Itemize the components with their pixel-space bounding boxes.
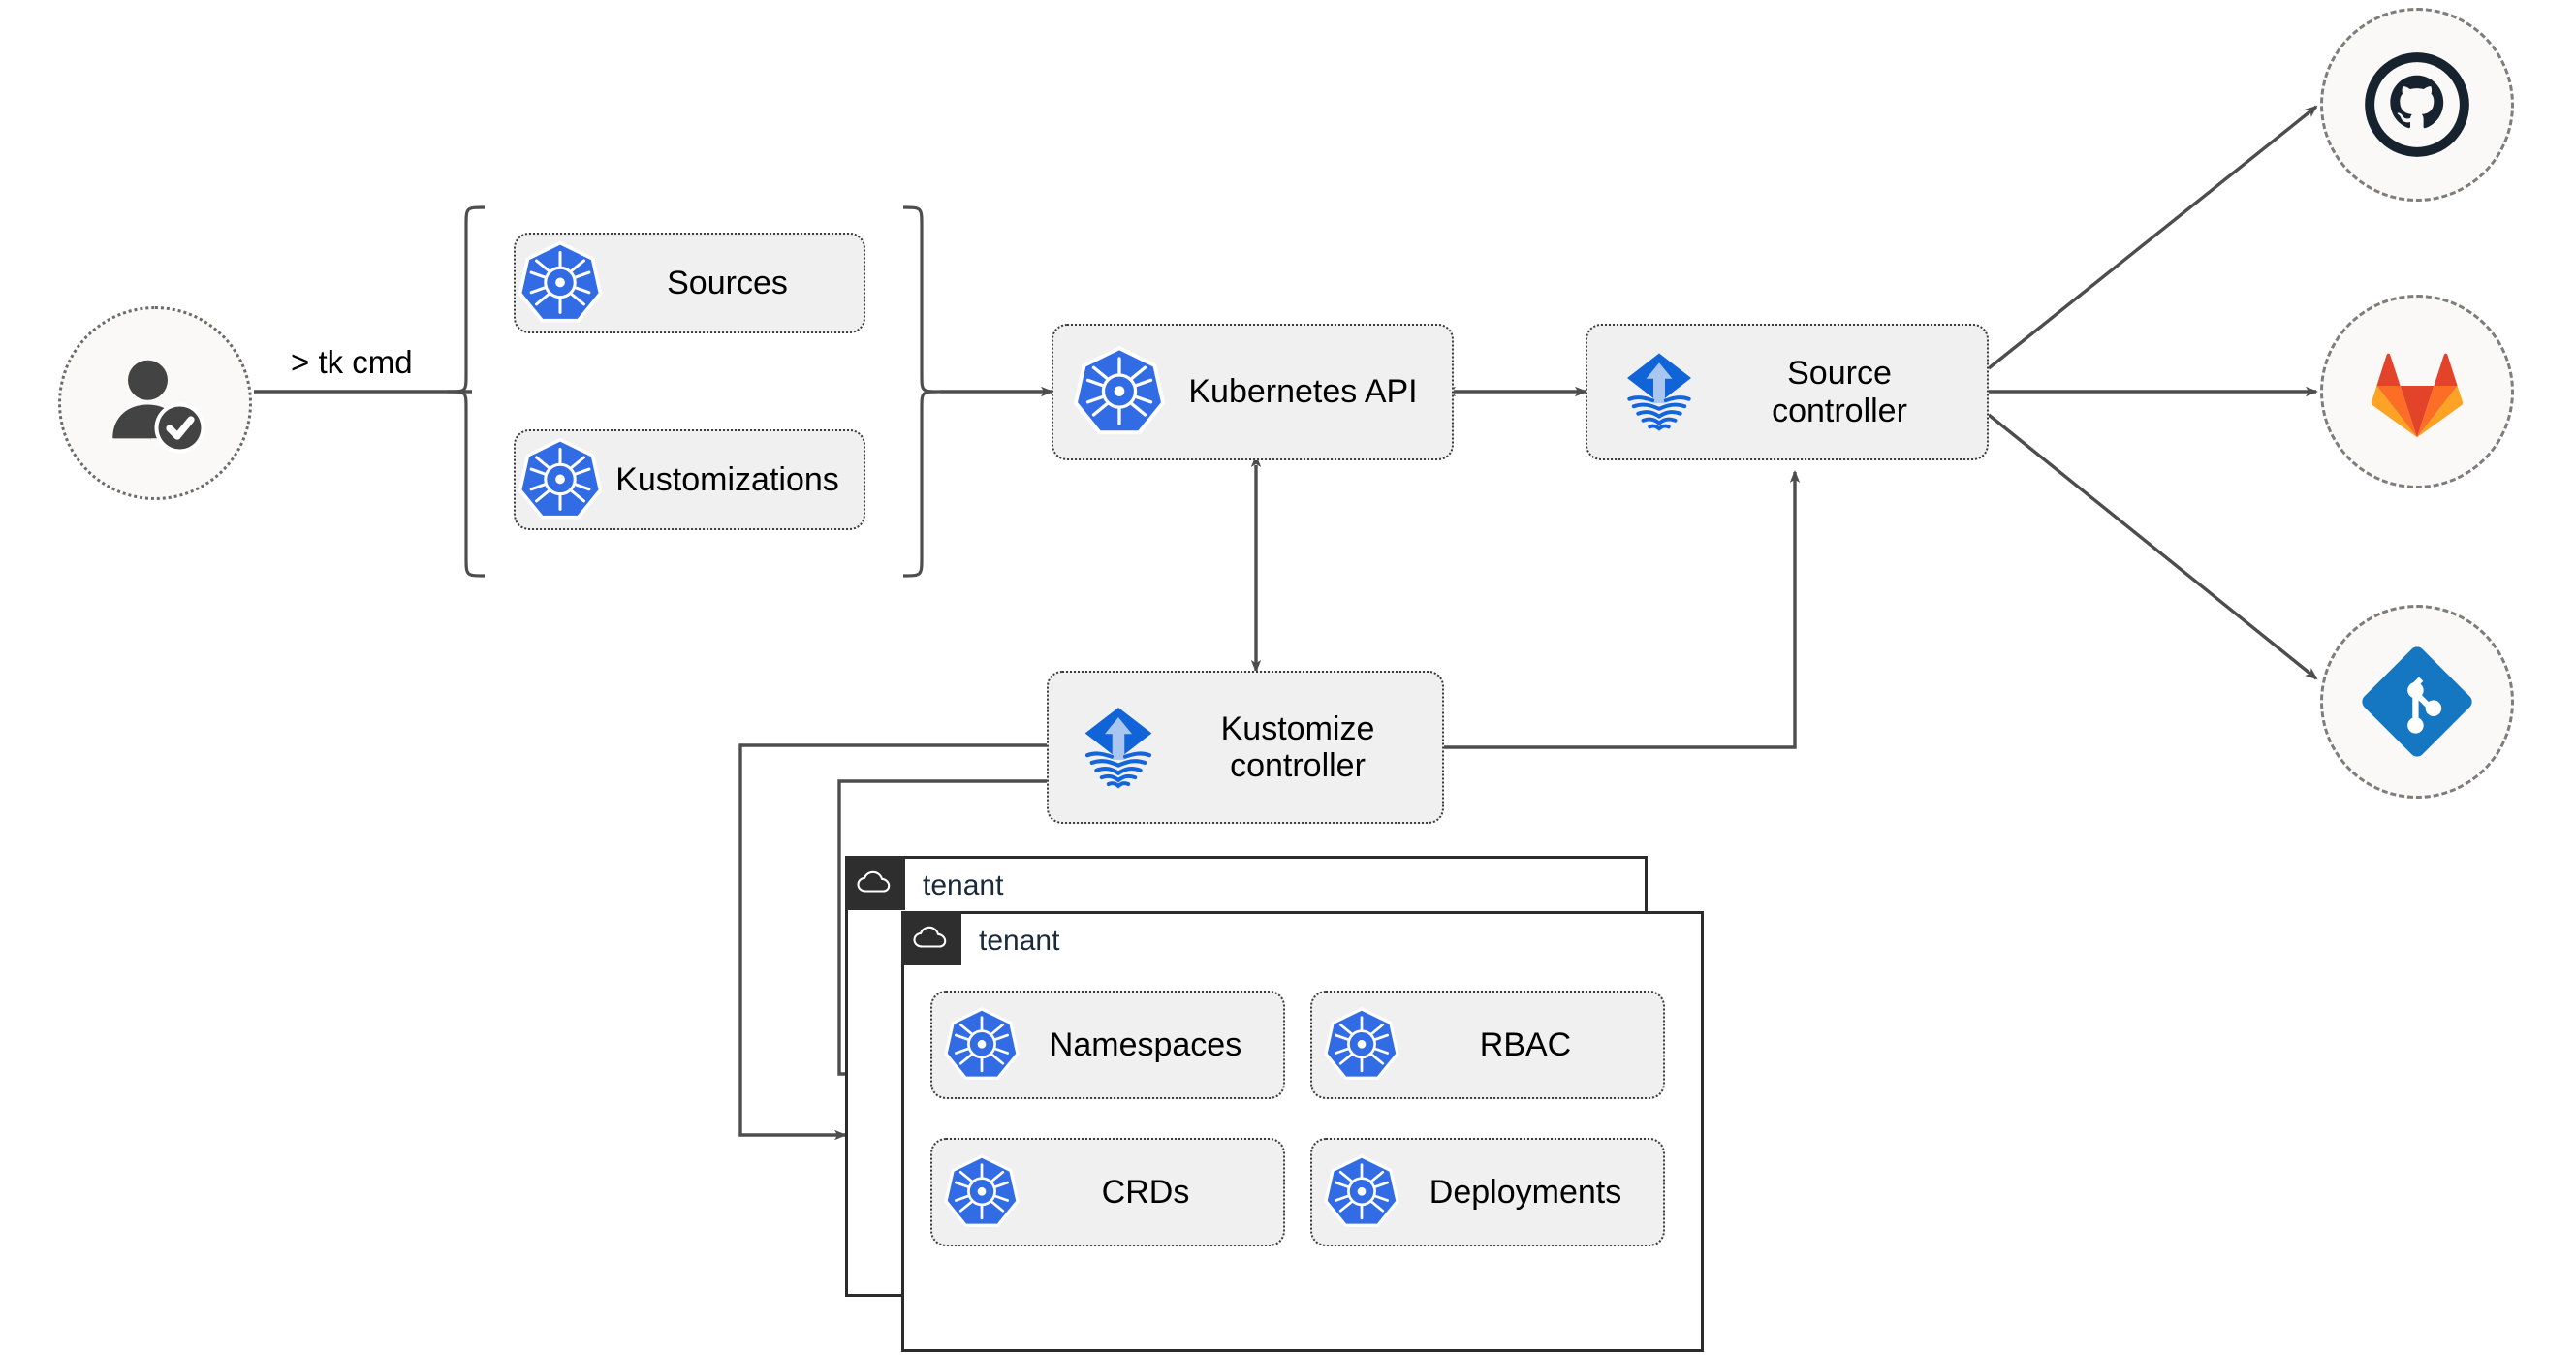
kubernetes-icon xyxy=(516,433,605,527)
node-sources-label: Sources xyxy=(667,264,788,301)
kubernetes-icon xyxy=(1322,1003,1401,1087)
provider-git[interactable] xyxy=(2320,605,2514,799)
node-kustomizations-label: Kustomizations xyxy=(615,460,839,498)
kubernetes-icon xyxy=(516,236,605,331)
node-kustomize-controller[interactable]: Kustomize controller xyxy=(1047,671,1444,824)
cloud-icon xyxy=(857,870,891,893)
node-crds[interactable]: CRDs xyxy=(930,1138,1285,1246)
github-icon xyxy=(2365,52,2469,157)
node-deployments-label: Deployments xyxy=(1429,1173,1622,1211)
node-namespaces-label: Namespaces xyxy=(1049,1025,1242,1063)
tenant-label-inner: tenant xyxy=(979,925,1060,957)
provider-gitlab[interactable] xyxy=(2320,295,2514,488)
git-icon xyxy=(2362,646,2472,757)
flux-icon xyxy=(1613,343,1706,441)
node-sources[interactable]: Sources xyxy=(514,233,865,333)
actor-avatar xyxy=(58,306,252,500)
kubernetes-icon xyxy=(1322,1150,1401,1235)
wire-kustomize-source xyxy=(1444,470,1801,749)
tenant-tab-inner xyxy=(901,911,961,965)
wire-source-git xyxy=(1987,413,2318,680)
node-rbac-label: RBAC xyxy=(1479,1025,1572,1063)
provider-github[interactable] xyxy=(2320,8,2514,202)
node-kustomize-controller-label: Kustomize controller xyxy=(1220,709,1375,784)
tenant-frame-inner xyxy=(901,911,1704,1352)
wire-source-github xyxy=(1987,105,2318,370)
node-kubernetes-api[interactable]: Kubernetes API xyxy=(1052,324,1454,460)
node-kustomizations[interactable]: Kustomizations xyxy=(514,429,865,530)
brace-left xyxy=(447,205,486,578)
tenant-label-outer: tenant xyxy=(923,869,1004,901)
tenant-tab-outer xyxy=(845,856,905,910)
gitlab-icon xyxy=(2371,353,2464,438)
command-label: > tk cmd xyxy=(291,344,413,380)
node-namespaces[interactable]: Namespaces xyxy=(930,991,1285,1099)
kubernetes-icon xyxy=(942,1150,1021,1235)
node-rbac[interactable]: RBAC xyxy=(1310,991,1665,1099)
flux-icon xyxy=(1070,697,1167,799)
node-deployments[interactable]: Deployments xyxy=(1310,1138,1665,1246)
brace-right xyxy=(902,205,941,578)
node-crds-label: CRDs xyxy=(1101,1173,1190,1211)
node-source-controller-label: Source controller xyxy=(1772,355,1907,429)
node-kubernetes-api-label: Kubernetes API xyxy=(1188,373,1418,411)
cloud-icon xyxy=(913,926,947,948)
kubernetes-icon xyxy=(1071,341,1168,443)
user-verified-icon xyxy=(112,360,205,454)
node-source-controller[interactable]: Source controller xyxy=(1586,324,1989,460)
kubernetes-icon xyxy=(942,1003,1021,1087)
